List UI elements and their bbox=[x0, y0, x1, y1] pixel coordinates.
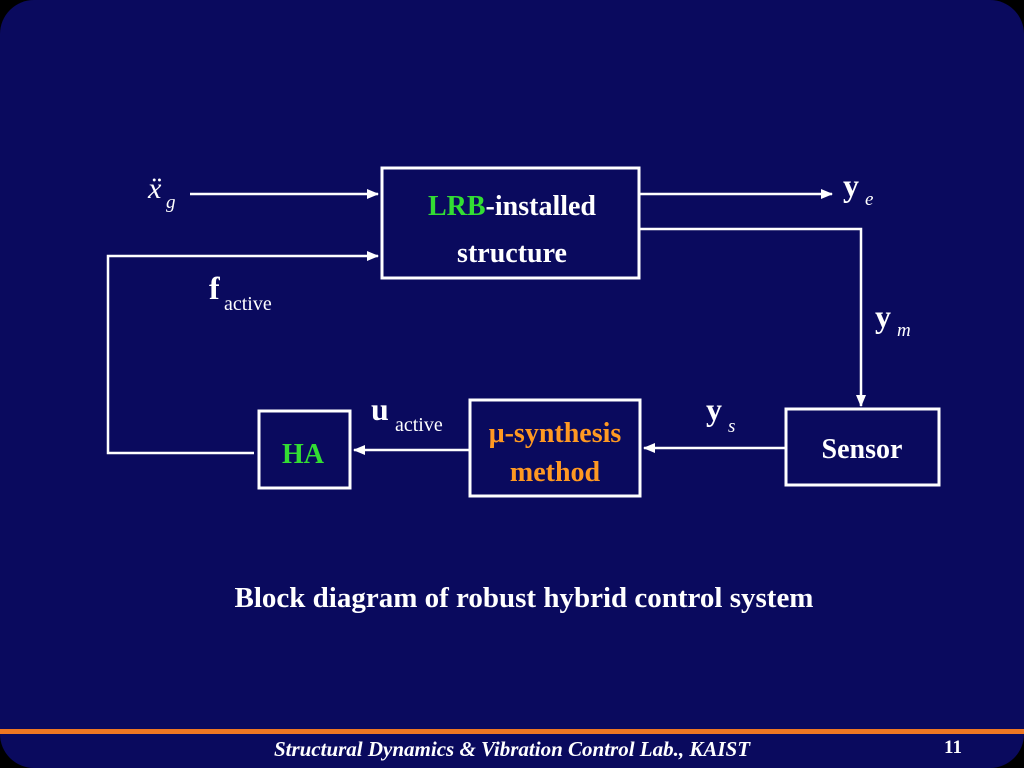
signal-u-active-sub: active bbox=[395, 414, 443, 436]
ha-block-label: HA bbox=[282, 439, 325, 470]
lrb-block-label-line2: structure bbox=[457, 238, 567, 269]
lrb-structure-block bbox=[380, 166, 641, 280]
signal-f-active: f active bbox=[209, 270, 272, 315]
signal-xg-base: ẍ bbox=[147, 172, 162, 205]
sensor-block-label: Sensor bbox=[822, 434, 903, 465]
signal-ym-base: y bbox=[875, 298, 891, 334]
page-number: 11 bbox=[944, 737, 962, 758]
ym-measurement-arrow bbox=[640, 227, 866, 407]
footer-rule bbox=[0, 729, 1024, 734]
signal-ye: y e bbox=[843, 167, 873, 210]
mu-synthesis-block bbox=[468, 398, 642, 498]
signal-f-active-base: f bbox=[209, 270, 220, 306]
figure-caption: Block diagram of robust hybrid control s… bbox=[234, 582, 814, 614]
footer-lab-name: Structural Dynamics & Vibration Control … bbox=[273, 737, 751, 761]
signal-ym-sub: m bbox=[897, 320, 911, 341]
signal-f-active-sub: active bbox=[224, 293, 272, 315]
signal-ye-base: y bbox=[843, 167, 859, 203]
mu-block-label-line2: method bbox=[510, 457, 601, 488]
signal-ys: y s bbox=[706, 391, 735, 437]
signal-ym: y m bbox=[875, 298, 911, 341]
mu-block-label-line1: μ-synthesis bbox=[489, 418, 622, 449]
signal-xg: ẍ g bbox=[147, 172, 176, 213]
f-active-feedback-arrow bbox=[106, 251, 379, 455]
signal-ye-sub: e bbox=[865, 189, 873, 210]
lrb-block-label-line1: LRB-installed bbox=[428, 191, 596, 222]
signal-u-active: u active bbox=[371, 391, 443, 436]
ha-block bbox=[257, 409, 352, 490]
signal-ys-sub: s bbox=[728, 416, 735, 437]
signal-u-active-base: u bbox=[371, 391, 389, 427]
signal-ys-base: y bbox=[706, 391, 722, 427]
signal-xg-sub: g bbox=[166, 192, 176, 213]
